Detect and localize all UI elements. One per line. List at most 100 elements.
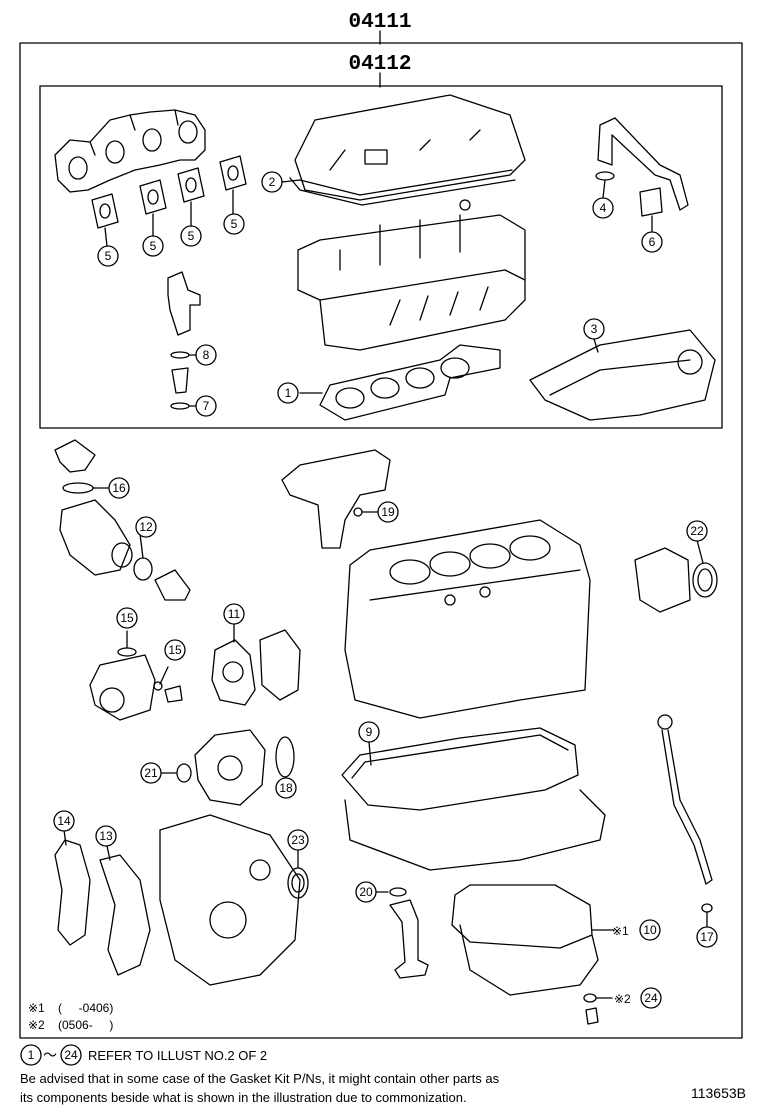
filter-bracket-drawing: [281, 449, 391, 549]
callout-9: 9: [358, 721, 380, 743]
timing-gaskets-drawing: [54, 829, 151, 976]
svg-text:※1: ※1: [612, 924, 629, 938]
head-gasket-drawing: [299, 344, 501, 421]
front-seal-drawing: [287, 849, 309, 899]
svg-text:13: 13: [99, 829, 113, 843]
kit-inner-frame: [39, 85, 723, 429]
callout-17: 17: [696, 926, 718, 948]
svg-text:20: 20: [359, 885, 373, 899]
injector-drawing: [167, 271, 201, 410]
advice-line-1: Be advised that in some case of the Gask…: [20, 1071, 500, 1086]
callout-7: 7: [195, 395, 217, 417]
callout-24: ※2 24: [614, 987, 662, 1009]
svg-text:5: 5: [105, 249, 112, 263]
callouts: 1 2 3 4 5 5 5 5 6 7 8 9 ※1 10 11 12 13 14…: [53, 171, 718, 1009]
cylinder-block-drawing: [344, 519, 591, 719]
oil-pan-upper-drawing: [341, 727, 606, 871]
advice-line-2: its components beside what is shown in t…: [20, 1090, 467, 1105]
svg-text:15: 15: [120, 611, 134, 625]
callout-22: 22: [686, 520, 708, 542]
callout-15b: 15: [164, 639, 186, 661]
callout-21: 21: [140, 762, 162, 784]
reference-line: 1 ～ 24 REFER TO ILLUST NO.2 OF 2: [20, 1044, 267, 1066]
kit-inner-label: 04112: [348, 53, 411, 76]
svg-text:21: 21: [144, 766, 158, 780]
callout-6: 6: [641, 231, 663, 253]
manifold-gaskets-drawing: [91, 155, 247, 247]
oil-pan-lower-drawing: [451, 884, 615, 996]
svg-text:5: 5: [150, 239, 157, 253]
water-outlet-drawing: [54, 439, 191, 601]
ref-tilde: ～: [43, 1047, 57, 1063]
svg-text:11: 11: [228, 607, 241, 621]
svg-text:15: 15: [168, 643, 182, 657]
valve-cover-drawing: [289, 94, 526, 206]
oil-tube-drawing: [595, 117, 689, 233]
callout-12: 12: [135, 516, 157, 538]
svg-text:3: 3: [591, 322, 598, 336]
svg-text:10: 10: [643, 923, 657, 937]
svg-text:19: 19: [381, 505, 395, 519]
svg-text:6: 6: [649, 235, 656, 249]
note2-text: (0506- ): [58, 1018, 113, 1032]
callout-3: 3: [583, 318, 605, 340]
callout-5b: 5: [142, 235, 164, 257]
oil-strainer-drawing: [375, 887, 429, 979]
callout-14: 14: [53, 810, 75, 832]
kit-outer-label: 04111: [348, 11, 411, 34]
svg-text:14: 14: [57, 814, 71, 828]
svg-text:2: 2: [269, 175, 276, 189]
dipstick-drawing: [657, 714, 713, 927]
svg-text:12: 12: [139, 520, 153, 534]
intake-manifold-drawing: [529, 329, 716, 421]
callout-5a: 5: [97, 245, 119, 267]
svg-text:7: 7: [203, 399, 210, 413]
svg-text:16: 16: [112, 481, 126, 495]
svg-text:5: 5: [231, 217, 238, 231]
callout-15a: 15: [116, 607, 138, 629]
ref-text: REFER TO ILLUST NO.2 OF 2: [88, 1048, 267, 1063]
svg-text:22: 22: [690, 524, 704, 538]
svg-text:9: 9: [366, 725, 373, 739]
callout-1: 1: [277, 382, 299, 404]
callout-2: 2: [261, 171, 301, 193]
callout-20: 20: [355, 881, 377, 903]
applicability-notes: ※1 ( -0406) ※2 (0506- ): [28, 1001, 113, 1032]
svg-text:24: 24: [644, 991, 658, 1005]
callout-18: 18: [275, 777, 297, 799]
drain-plug-drawing: [583, 993, 613, 1025]
water-pump-drawing: [89, 630, 183, 721]
svg-text:1: 1: [285, 386, 292, 400]
illustration-code: 113653B: [690, 1085, 746, 1101]
ref-from: 1: [28, 1048, 35, 1062]
note1-text: ( -0406): [58, 1001, 113, 1015]
rear-seal-drawing: [634, 539, 718, 613]
svg-text:5: 5: [188, 229, 195, 243]
note1-mark: ※1: [28, 1001, 45, 1015]
ref-to: 24: [64, 1048, 78, 1062]
kit-outer-frame: [19, 42, 743, 1039]
svg-text:8: 8: [203, 348, 210, 362]
callout-19: 19: [377, 501, 399, 523]
callout-11: 11: [223, 603, 245, 625]
svg-text:18: 18: [279, 781, 293, 795]
callout-10: ※1 10: [612, 919, 661, 941]
note2-mark: ※2: [28, 1018, 45, 1032]
pump-gasket-drawing: [211, 624, 301, 706]
callout-5c: 5: [180, 225, 202, 247]
callout-5d: 5: [223, 213, 245, 235]
exhaust-manifold-drawing: [54, 109, 206, 193]
svg-text:※2: ※2: [614, 992, 631, 1006]
oil-pump-drawing: [159, 729, 295, 806]
timing-case-drawing: [159, 814, 301, 986]
svg-text:23: 23: [291, 833, 305, 847]
cylinder-head-drawing: [297, 199, 526, 351]
callout-13: 13: [95, 825, 117, 847]
callout-4: 4: [592, 197, 614, 219]
callout-23: 23: [287, 829, 309, 851]
callout-8: 8: [195, 344, 217, 366]
svg-text:17: 17: [700, 930, 714, 944]
callout-16: 16: [108, 477, 130, 499]
svg-text:4: 4: [600, 201, 607, 215]
